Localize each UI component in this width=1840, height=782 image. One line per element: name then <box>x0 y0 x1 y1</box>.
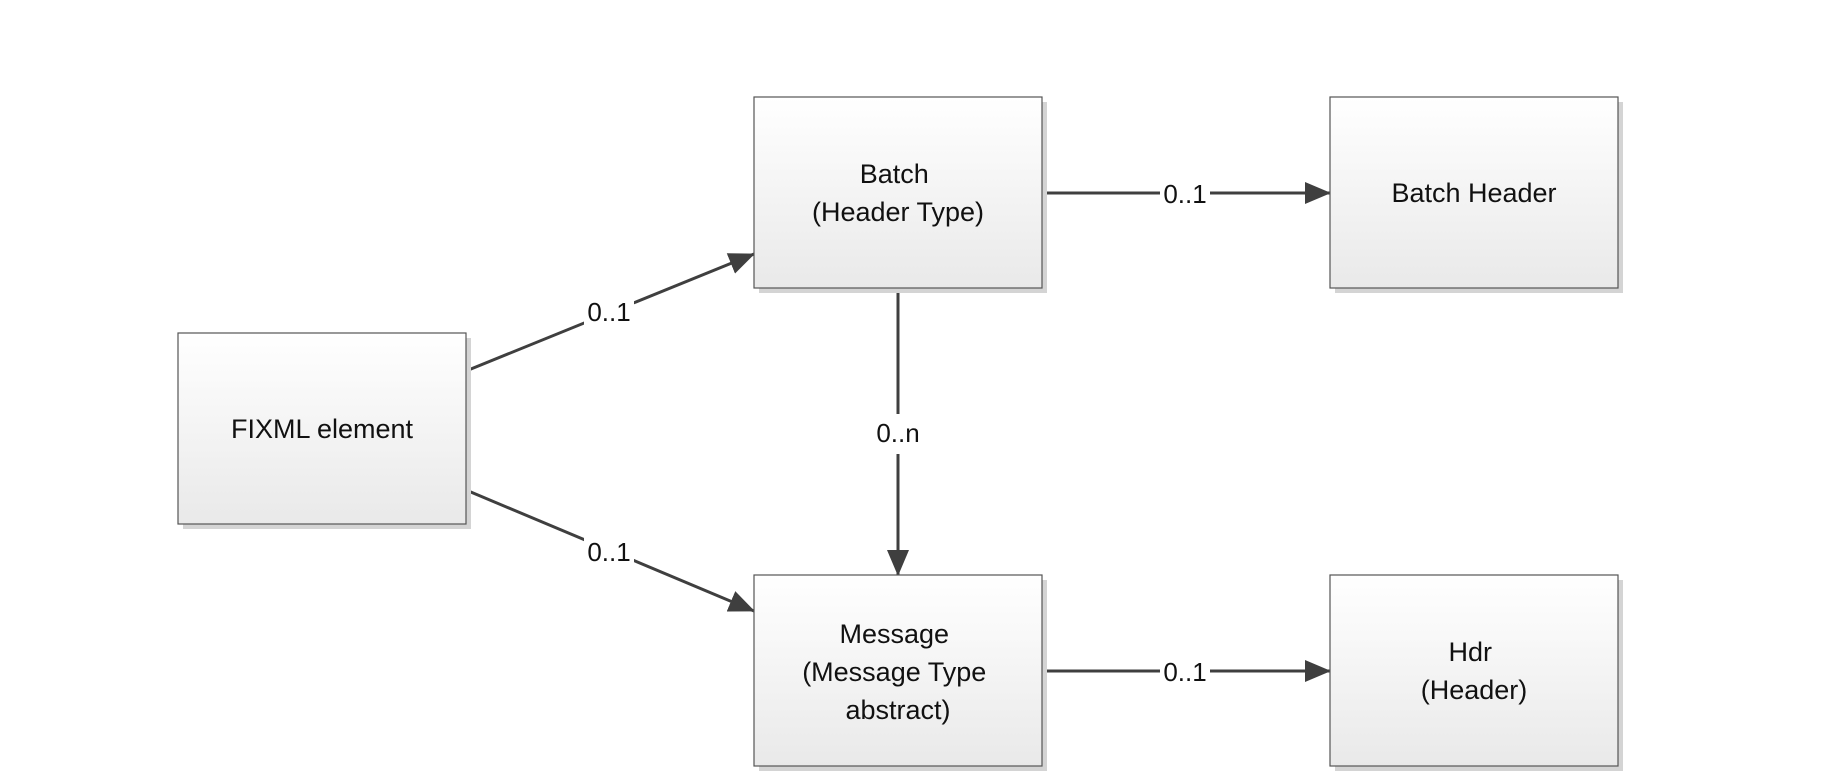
edge-label-multiplicity: 0..1 <box>587 537 630 567</box>
edge-fixml-to-batch: 0..1 <box>465 252 755 373</box>
edge-label-multiplicity: 0..n <box>876 418 919 448</box>
node-label: Message (Message Type abstract) <box>802 619 994 725</box>
node-label: Batch (Header Type) <box>812 159 984 227</box>
edge-label-multiplicity: 0..1 <box>1163 657 1206 687</box>
edge-message-to-hdr: 0..1 <box>1042 655 1331 687</box>
edge-fixml-to-message: 0..1 <box>465 488 755 613</box>
edge-batch-to-message: 0..n <box>868 288 928 576</box>
edge-label-multiplicity: 0..1 <box>1163 179 1206 209</box>
node-hdr: Hdr (Header) <box>1329 574 1623 771</box>
node-message: Message (Message Type abstract) <box>753 574 1047 771</box>
node-batch-header: Batch Header <box>1329 96 1623 293</box>
node-label: Batch Header <box>1391 178 1556 208</box>
node-batch: Batch (Header Type) <box>753 96 1047 293</box>
node-label: Hdr (Header) <box>1421 637 1528 705</box>
edge-batch-to-batch-header: 0..1 <box>1042 177 1331 209</box>
node-label: FIXML element <box>231 414 414 444</box>
edge-label-multiplicity: 0..1 <box>587 297 630 327</box>
node-fixml-element: FIXML element <box>177 332 471 529</box>
